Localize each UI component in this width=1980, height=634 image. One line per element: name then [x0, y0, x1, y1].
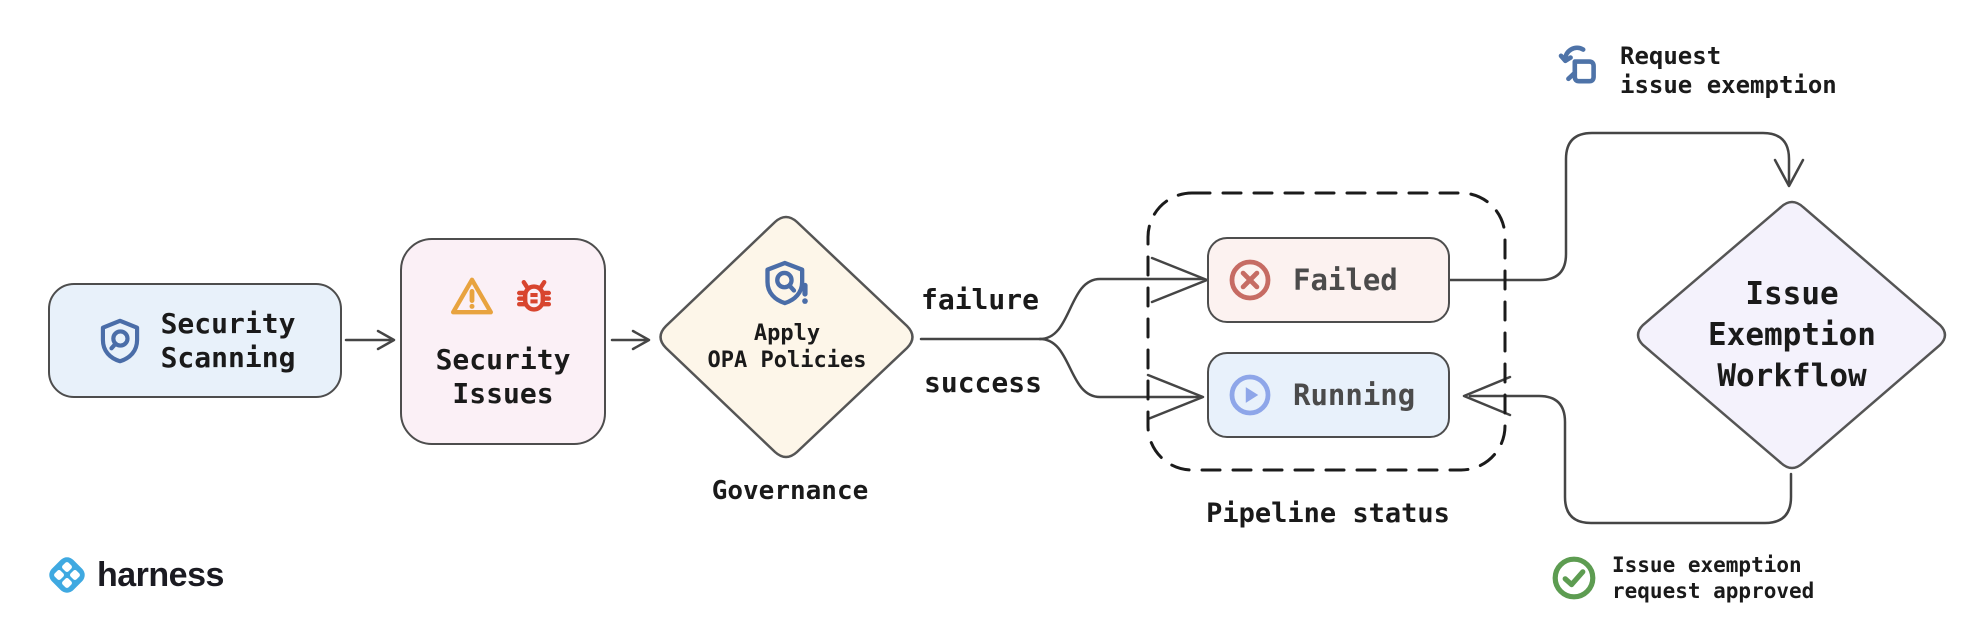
- connector-issues-opa: [610, 329, 651, 351]
- success-branch-label: success: [923, 366, 1042, 399]
- label-line: Workflow: [1717, 357, 1867, 394]
- issues-icon-row: [448, 273, 558, 321]
- node-issue-exemption-workflow: Issue Exemption Workflow: [1633, 197, 1951, 473]
- pipeline-status-caption: Pipeline status: [1206, 498, 1450, 529]
- tap-request-icon: [1558, 45, 1596, 84]
- node-label: Running: [1293, 378, 1416, 412]
- label-line: Security: [160, 306, 296, 340]
- label-line: Security: [435, 342, 571, 376]
- node-failed: Failed: [1207, 237, 1450, 323]
- request-exemption-note: Request issue exemption: [1554, 40, 1837, 100]
- node-security-scanning: Security Scanning: [48, 283, 342, 398]
- policy-shield-icon: [765, 260, 808, 306]
- label-line: Apply: [753, 321, 821, 346]
- node-label: Security Scanning: [161, 307, 296, 375]
- node-label: Failed: [1293, 263, 1398, 297]
- label-line: Exemption: [1708, 316, 1876, 353]
- node-running: Running: [1207, 352, 1450, 438]
- shield-scan-icon: [100, 318, 139, 363]
- exemption-diamond-shape: [1636, 200, 1947, 470]
- running-play-icon: [1229, 374, 1271, 416]
- node-label: Security Issues: [436, 343, 571, 411]
- connector-failed-exemption: [1448, 131, 1805, 282]
- node-security-issues: Security Issues: [400, 238, 606, 445]
- connector-scanning-issues: [344, 329, 396, 351]
- pipeline-status-container: [1146, 191, 1507, 472]
- approved-check-icon: [1552, 556, 1596, 600]
- harness-brand: harness: [43, 551, 224, 599]
- label-line: Issue: [1745, 275, 1839, 312]
- note-line: Request: [1620, 42, 1722, 70]
- node-label: Apply OPA Policies: [708, 320, 867, 374]
- note-line: request approved: [1612, 579, 1815, 603]
- harness-wordmark: harness: [97, 555, 224, 594]
- governance-caption: Governance: [711, 476, 869, 506]
- connector-failure-branch: [1038, 256, 1209, 341]
- failed-x-icon: [1229, 259, 1271, 301]
- note-text: Request issue exemption: [1620, 40, 1837, 100]
- label-line: Issues: [452, 376, 554, 410]
- connector-exemption-running: [1462, 375, 1793, 525]
- note-line: issue exemption: [1620, 71, 1837, 99]
- node-apply-opa-policies: Apply OPA Policies: [656, 212, 918, 462]
- warning-icon: [451, 277, 493, 314]
- label-line: OPA Policies: [707, 348, 867, 373]
- connector-success-branch: [1038, 337, 1205, 421]
- label-line: Scanning: [160, 340, 296, 374]
- note-line: Issue exemption: [1612, 553, 1802, 577]
- harness-logo-icon: [49, 557, 85, 593]
- bug-icon: [517, 279, 551, 312]
- opa-diamond-shape: [659, 215, 914, 459]
- request-approved-note: Issue exemption request approved: [1550, 552, 1814, 604]
- note-text: Issue exemption request approved: [1612, 552, 1814, 604]
- failure-branch-label: failure: [920, 283, 1039, 316]
